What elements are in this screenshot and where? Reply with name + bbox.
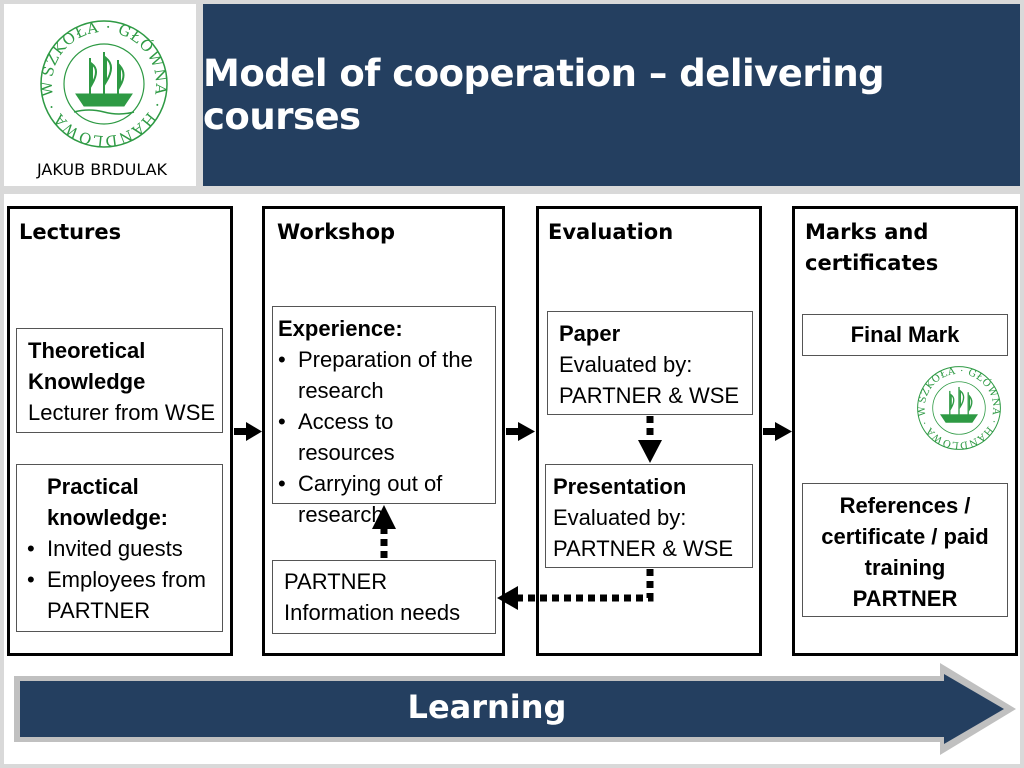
- sgh-seal-logo: SZKOŁA · GŁÓWNA · HANDLOWA · W WARSZAWIE: [34, 14, 169, 150]
- sgh-seal-small-logo: SZKOŁA · GŁÓWNA · HANDLOWA · W WARSZAWIE: [910, 362, 1001, 450]
- column-title-marks: Marks and certificates: [805, 220, 939, 275]
- paper-box: Paper Evaluated by: PARTNER & WSE: [547, 311, 753, 415]
- paper-evaluated-by: Evaluated by:: [559, 352, 693, 377]
- slide-title: Model of cooperation – delivering course…: [203, 52, 885, 138]
- arrow-lectures-to-workshop: [234, 422, 262, 441]
- theory-title-line1: Theoretical: [28, 338, 146, 363]
- references-line: References /: [839, 493, 971, 518]
- theory-title-line2: Knowledge: [28, 369, 146, 394]
- partner-label: PARTNER: [284, 569, 388, 594]
- references-line: training: [864, 555, 946, 580]
- paper-evaluators: PARTNER & WSE: [559, 383, 740, 408]
- experience-title: Experience:: [278, 316, 403, 341]
- references-line: certificate / paid: [821, 524, 989, 549]
- title-bar: Model of cooperation – delivering course…: [203, 4, 1020, 186]
- arrow-partner-to-experience: [372, 505, 396, 558]
- column-title-evaluation: Evaluation: [548, 220, 674, 244]
- column-title-lectures: Lectures: [19, 220, 122, 244]
- column-title-workshop: Workshop: [277, 220, 396, 244]
- practical-item: Employees from: [27, 564, 222, 595]
- theory-lecturer: Lecturer from WSE: [28, 400, 216, 425]
- theoretical-knowledge-box: Theoretical Knowledge Lecturer from WSE: [16, 328, 223, 433]
- partner-info-needs-box: PARTNER Information needs: [272, 560, 496, 634]
- presentation-evaluated-by: Evaluated by:: [553, 505, 687, 530]
- practical-title-line2: knowledge:: [47, 505, 169, 530]
- arrow-workshop-to-evaluation: [506, 422, 535, 441]
- practical-title-line1: Practical: [47, 474, 139, 499]
- arrow-presentation-to-partner: [497, 569, 654, 610]
- presentation-box: Presentation Evaluated by: PARTNER & WSE: [545, 464, 753, 568]
- arrow-evaluation-to-marks: [763, 422, 792, 441]
- practical-item: Invited guests: [27, 533, 222, 564]
- references-line: PARTNER: [852, 586, 958, 611]
- presentation-title: Presentation: [553, 474, 687, 499]
- practical-knowledge-box: Practical knowledge: Invited guests Empl…: [16, 464, 223, 632]
- experience-item: Access to resources: [278, 406, 495, 468]
- final-mark-box: Final Mark: [802, 314, 1008, 356]
- references-box: References / certificate / paid training…: [802, 483, 1008, 617]
- logo-panel: SZKOŁA · GŁÓWNA · HANDLOWA · W WARSZAWIE…: [4, 4, 196, 186]
- info-needs-label: Information needs: [284, 600, 461, 625]
- arrow-paper-to-presentation: [638, 416, 662, 463]
- paper-title: Paper: [559, 321, 621, 346]
- presentation-evaluators: PARTNER & WSE: [553, 536, 734, 561]
- final-mark-label: Final Mark: [850, 322, 960, 347]
- learning-label: Learning: [407, 688, 567, 726]
- practical-item-cont: PARTNER: [47, 598, 151, 623]
- author-name: JAKUB BRDULAK: [36, 160, 168, 179]
